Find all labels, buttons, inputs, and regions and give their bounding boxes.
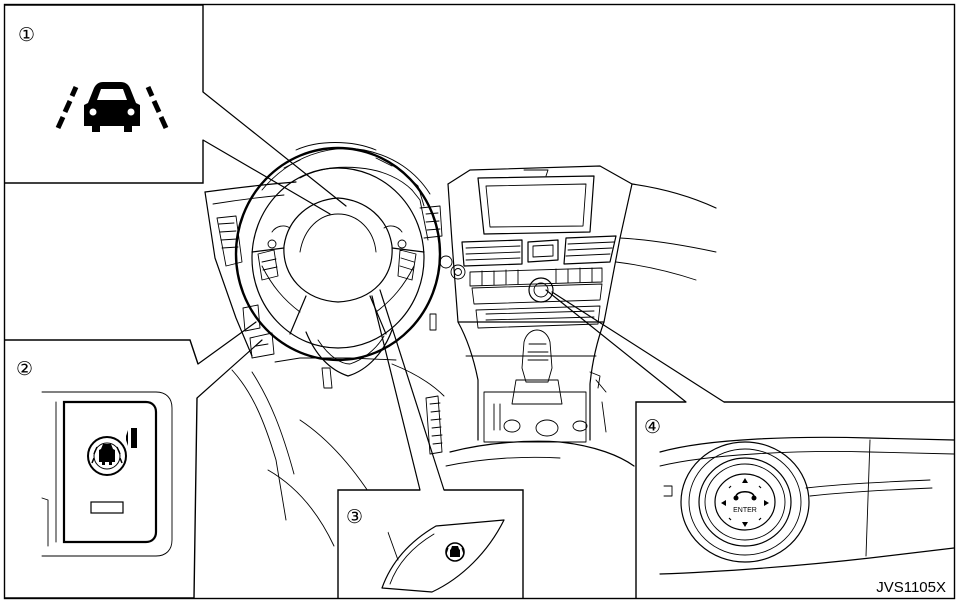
callout-number-1: ① [18, 24, 35, 46]
figure-code: JVS1105X [876, 579, 946, 596]
callout-number-4: ④ [644, 416, 661, 438]
callout-number-3: ③ [346, 506, 363, 528]
callout-number-2: ② [16, 358, 33, 380]
enter-label: ENTER [733, 507, 757, 514]
